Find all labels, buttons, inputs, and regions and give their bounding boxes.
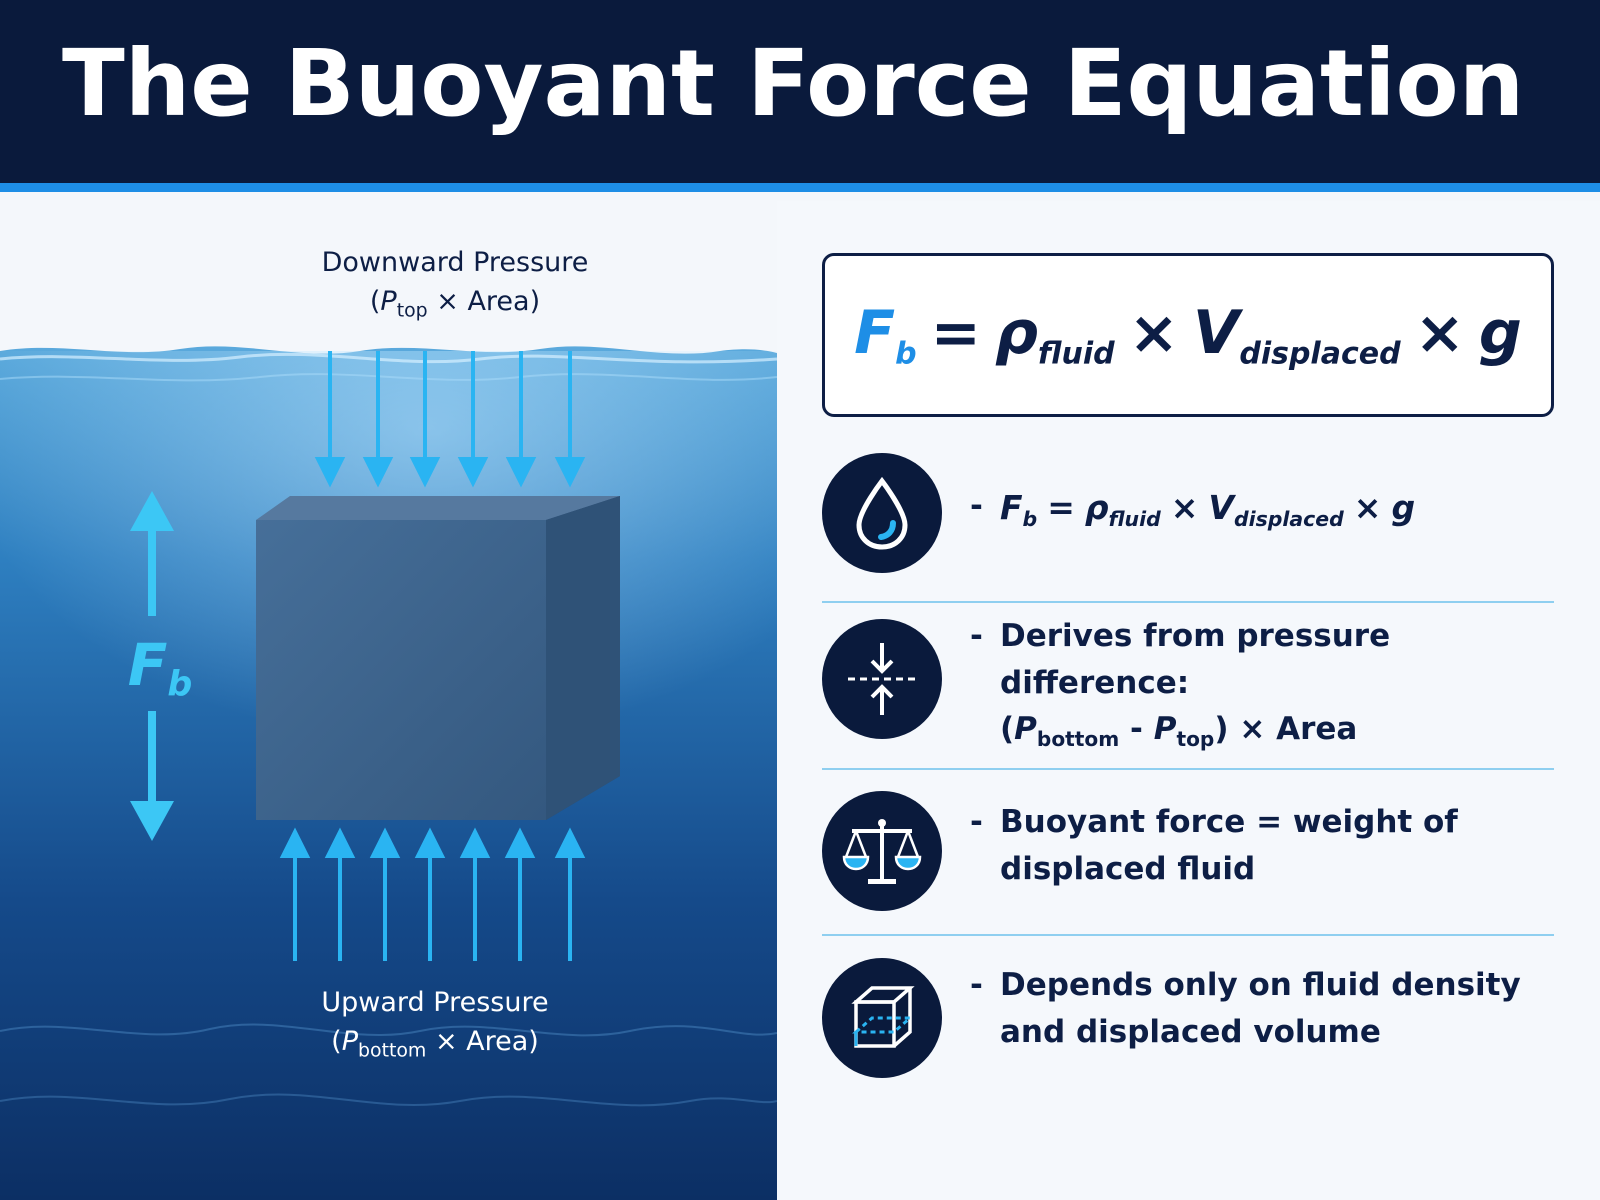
- divider: [822, 934, 1554, 936]
- main-formula-box: Fb=ρfluid×Vdisplaced×g: [822, 253, 1554, 417]
- divider: [822, 768, 1554, 770]
- submerged-cube: [256, 496, 620, 820]
- divider: [822, 601, 1554, 603]
- downward-pressure-arrows: [314, 351, 586, 488]
- upward-pressure-arrows: [279, 827, 586, 961]
- page-title: The Buoyant Force Equation: [62, 30, 1525, 137]
- balance-scale-icon: [822, 791, 942, 911]
- upward-pressure-label: Upward Pressure (Pbottom × Area): [321, 987, 549, 1062]
- buoyant-force-symbol: Fb: [127, 631, 193, 705]
- point-formula: - Fb=ρfluid×Vdisplaced×g: [822, 453, 1554, 573]
- cube-volume-icon: [822, 958, 942, 1078]
- pressure-arrows-icon: [822, 619, 942, 739]
- point-pressure-difference: - Derives from pressure difference: (Pbo…: [822, 618, 1554, 751]
- water-drop-icon: [822, 453, 942, 573]
- water-scene: [0, 201, 777, 1200]
- buoyant-force-double-arrow: [130, 491, 174, 841]
- downward-pressure-label: Downward Pressure (Ptop × Area): [321, 247, 589, 322]
- header-banner: The Buoyant Force Equation: [0, 0, 1600, 192]
- underwater-diagram: Downward Pressure (Ptop × Area) Upward P…: [0, 201, 777, 1200]
- formula-panel: Fb=ρfluid×Vdisplaced×g - Fb=ρfluid×Vdisp…: [777, 201, 1600, 1200]
- point-depends-on: - Depends only on fluid density and disp…: [822, 958, 1554, 1078]
- point-weight-displaced: - Buoyant force = weight of displaced fl…: [822, 791, 1554, 911]
- point-formula-text: Fb=ρfluid×Vdisplaced×g: [1000, 488, 1416, 532]
- main-formula: Fb=ρfluid×Vdisplaced×g: [854, 298, 1522, 372]
